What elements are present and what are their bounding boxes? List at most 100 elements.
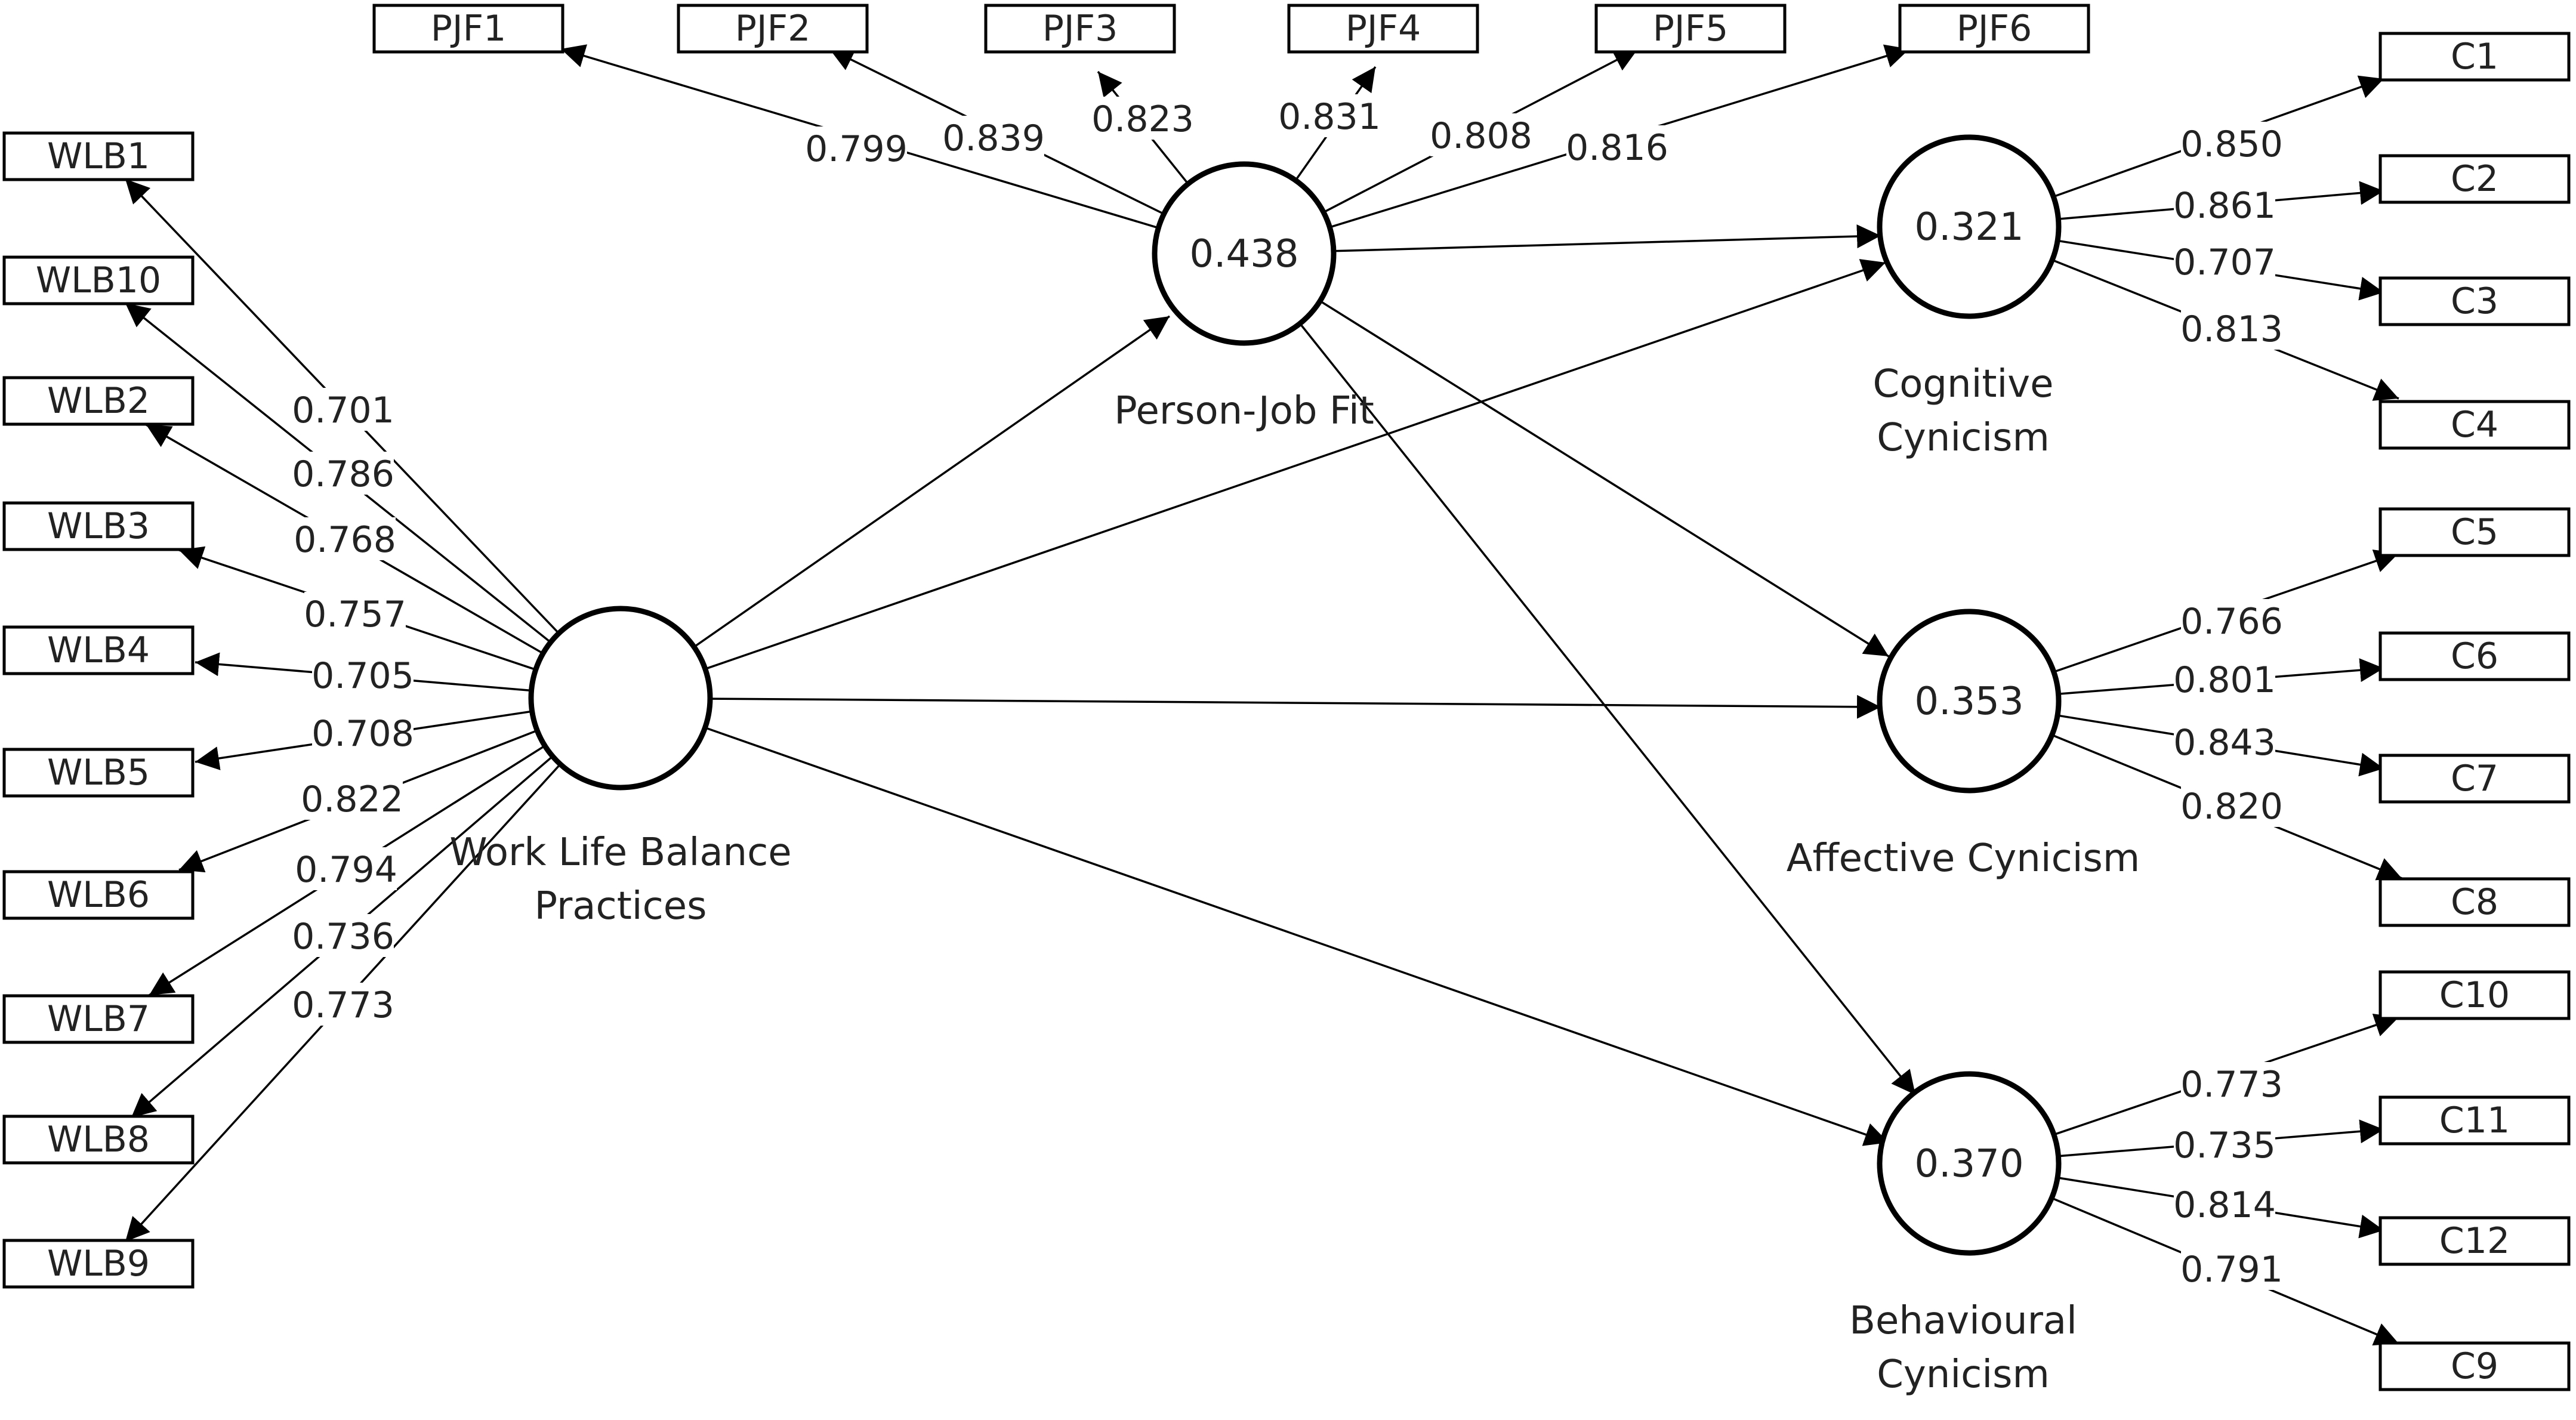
loading-label-background <box>1566 125 1668 168</box>
loading-value-c2: 0.861 <box>2173 185 2276 227</box>
loading-label-background <box>1279 94 1380 137</box>
indicator-box-c11 <box>2378 1095 2571 1146</box>
indicator-box-c1 <box>2378 32 2571 82</box>
indicator-box-wlb4 <box>2 625 195 675</box>
indicator-label-pjf4: PJF4 <box>1346 8 1421 50</box>
path-pjf-to-cog <box>1333 224 1881 252</box>
loading-label-background <box>292 983 394 1026</box>
indicator-label-c12: C12 <box>2439 1220 2510 1262</box>
loading-label-background <box>2174 240 2275 283</box>
loading-label-background <box>806 126 907 169</box>
loading-value-wlb3: 0.757 <box>304 594 406 635</box>
loading-value-wlb1: 0.701 <box>292 390 394 431</box>
loading-value-wlb9: 0.773 <box>292 984 394 1026</box>
loading-label-background <box>292 914 394 957</box>
loading-value-c5: 0.766 <box>2180 601 2283 643</box>
loading-value-wlb4: 0.705 <box>311 655 414 697</box>
indicator-label-wlb6: WLB6 <box>47 874 150 916</box>
indicator-label-wlb5: WLB5 <box>47 752 150 794</box>
loading-value-pjf5: 0.808 <box>1430 115 1532 157</box>
path-wlb-to-beh <box>704 726 1889 1146</box>
loading-value-c12: 0.814 <box>2173 1184 2276 1226</box>
indicator-label-pjf1: PJF1 <box>431 8 507 50</box>
loading-label-background <box>304 592 406 635</box>
loading-label-background <box>2174 720 2275 763</box>
indicator-label-c2: C2 <box>2451 158 2498 200</box>
indicator-label-wlb1: WLB1 <box>47 135 150 177</box>
indicator-box-wlb1 <box>2 131 195 181</box>
indicator-box-wlb10 <box>2 255 195 305</box>
loading-value-c11: 0.735 <box>2173 1125 2276 1166</box>
indicator-label-c1: C1 <box>2451 36 2498 78</box>
indicator-box-c4 <box>2378 400 2571 450</box>
loading-value-pjf3: 0.823 <box>1091 98 1194 140</box>
loading-value-wlb10: 0.786 <box>292 453 394 495</box>
indicator-label-c10: C10 <box>2439 974 2510 1016</box>
indicator-box-wlb3 <box>2 501 195 551</box>
construct-circle-beh <box>1877 1071 2062 1256</box>
construct-circle-cog <box>1877 134 2062 319</box>
construct-circle-aff <box>1877 609 2062 794</box>
construct-name-cog-line-1: Cognitive <box>1873 362 2054 406</box>
construct-circle-pjf <box>1152 161 1337 346</box>
indicator-box-c10 <box>2378 970 2571 1020</box>
indicator-box-c8 <box>2378 877 2571 927</box>
loading-label-background <box>2174 657 2275 700</box>
r-squared-beh: 0.370 <box>1914 1142 2023 1186</box>
path-wlb-to-cog <box>705 259 1886 670</box>
indicator-box-wlb9 <box>2 1239 195 1289</box>
loading-label-background <box>312 653 414 696</box>
indicator-box-wlb6 <box>2 870 195 920</box>
loading-label-background <box>301 777 403 820</box>
loading-value-c6: 0.801 <box>2173 659 2276 701</box>
indicator-label-wlb7: WLB7 <box>47 998 150 1040</box>
loading-label-background <box>2174 1183 2275 1225</box>
loading-value-pjf4: 0.831 <box>1278 96 1381 138</box>
indicator-box-c2 <box>2378 154 2571 204</box>
loading-label-background <box>2181 599 2282 642</box>
loading-label-background <box>312 711 414 754</box>
indicator-box-c5 <box>2378 507 2571 557</box>
path-wlb-to-aff <box>709 694 1881 719</box>
indicator-label-c5: C5 <box>2451 511 2498 553</box>
loading-value-wlb6: 0.822 <box>301 779 403 820</box>
nodes-layer: WLB1WLB10WLB2WLB3WLB4WLB5WLB6WLB7WLB8WLB… <box>2 4 2571 1397</box>
loading-label-background <box>1092 97 1193 140</box>
indicator-label-pjf3: PJF3 <box>1042 8 1118 50</box>
construct-name-aff-line-1: Affective Cynicism <box>1787 836 2140 881</box>
indicator-box-pjf2 <box>677 4 869 54</box>
indicator-box-pjf6 <box>1898 4 2090 54</box>
indicator-label-wlb9: WLB9 <box>47 1243 150 1285</box>
indicator-label-wlb8: WLB8 <box>47 1119 150 1160</box>
indicator-label-wlb3: WLB3 <box>47 505 150 547</box>
indicator-label-wlb4: WLB4 <box>47 629 150 671</box>
construct-name-cog-line-2: Cynicism <box>1877 416 2050 460</box>
indicator-box-c12 <box>2378 1216 2571 1266</box>
construct-name-beh-line-1: Behavioural <box>1849 1299 2077 1343</box>
loading-label-background <box>943 116 1044 159</box>
r-squared-pjf: 0.438 <box>1189 232 1298 276</box>
loading-value-c3: 0.707 <box>2173 242 2276 283</box>
loading-label-background <box>2181 1062 2282 1105</box>
indicator-label-c11: C11 <box>2439 1100 2510 1141</box>
loading-label-background <box>292 452 394 495</box>
indicator-box-pjf3 <box>984 4 1176 54</box>
indicator-box-c7 <box>2378 754 2571 804</box>
loading-label-background <box>2181 307 2282 350</box>
construct-name-wlb-line-1: Work Life Balance <box>449 831 791 875</box>
loading-value-pjf2: 0.839 <box>942 118 1045 159</box>
loading-label-background <box>2174 1123 2275 1166</box>
loading-value-c10: 0.773 <box>2180 1064 2283 1106</box>
construct-name-pjf-line-1: Person-Job Fit <box>1114 389 1374 433</box>
loading-labels-layer: 0.7010.7860.7680.7570.7050.7080.8220.794… <box>292 94 2283 1291</box>
loading-label-background <box>2174 183 2275 226</box>
indicator-label-wlb2: WLB2 <box>47 380 150 422</box>
indicator-label-c9: C9 <box>2451 1345 2498 1387</box>
loading-value-wlb8: 0.736 <box>292 916 394 958</box>
indicator-label-pjf5: PJF5 <box>1653 8 1729 50</box>
loading-value-pjf6: 0.816 <box>1566 127 1668 169</box>
loading-value-wlb5: 0.708 <box>311 713 414 755</box>
indicator-box-wlb5 <box>2 748 195 798</box>
path-pjf-to-beh <box>1299 323 1917 1096</box>
loading-label-background <box>1430 113 1532 156</box>
